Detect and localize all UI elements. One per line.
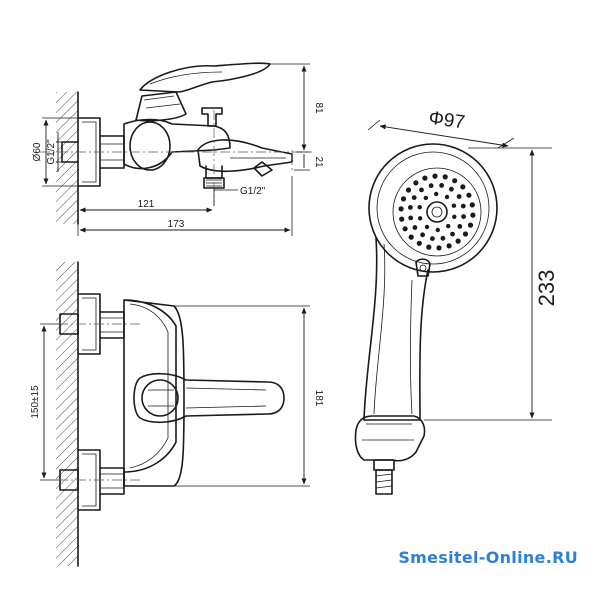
nozzle-dot: [452, 214, 457, 219]
nozzle-dot: [408, 234, 414, 240]
nozzle-dot: [417, 216, 423, 221]
nozzle-dot: [452, 178, 458, 184]
wall-hatch-side: [56, 92, 78, 224]
front-view: 150±15 181: [30, 261, 324, 567]
nozzle-dot: [432, 173, 438, 179]
dim-side-depth-short: 121: [138, 199, 155, 210]
nozzle-dot: [457, 224, 463, 229]
nozzle-dot: [469, 202, 475, 208]
nozzle-dot: [450, 231, 455, 237]
dim-front-height: 181: [313, 390, 324, 407]
dim-side-inlet-thread: G1/2": [46, 139, 57, 165]
nozzle-dot: [460, 184, 466, 190]
nozzle-dot: [451, 203, 457, 208]
nozzle-dot: [420, 232, 425, 238]
shower-nozzles: [398, 173, 476, 251]
nozzle-dot: [411, 195, 417, 201]
nozzle-dot: [423, 195, 428, 201]
nozzle-dot: [424, 224, 430, 230]
dim-spout-thread: G1/2": [240, 186, 266, 197]
nozzle-dot: [462, 231, 469, 237]
nozzle-dot: [444, 194, 450, 200]
side-view: 81 21 Ø60 G1/2" G1/2" 121 173: [32, 62, 324, 236]
nozzle-dot: [456, 194, 462, 199]
hand-shower-view: Φ97 233: [354, 108, 559, 495]
nozzle-dot: [402, 226, 408, 232]
nozzle-dot: [434, 191, 439, 197]
nozzle-dot: [398, 206, 404, 212]
nozzle-dot: [413, 180, 419, 186]
nozzle-dot: [412, 225, 418, 230]
nozzle-dot: [470, 212, 476, 218]
nozzle-dot: [417, 205, 422, 210]
nozzle-dot: [436, 245, 442, 251]
nozzle-dot: [430, 236, 435, 242]
nozzle-dot: [440, 235, 446, 241]
nozzle-dot: [442, 174, 448, 180]
dim-shower-diameter: Φ97: [427, 108, 466, 134]
dim-front-spacing: 150±15: [30, 385, 41, 419]
watermark: Smesitel-Online.RU: [398, 548, 578, 567]
nozzle-dot: [449, 186, 454, 192]
nozzle-dot: [408, 205, 413, 210]
nozzle-dot: [435, 227, 440, 233]
nozzle-dot: [426, 244, 432, 250]
nozzle-dot: [419, 187, 424, 193]
dim-shower-length: 233: [534, 270, 559, 307]
nozzle-dot: [446, 243, 452, 249]
nozzle-dot: [399, 216, 405, 222]
nozzle-dot: [408, 215, 414, 221]
wall-hatch-front: [56, 262, 78, 566]
nozzle-dot: [422, 175, 428, 181]
nozzle-dot: [461, 214, 466, 220]
dim-side-height: 81: [313, 102, 324, 114]
nozzle-dot: [405, 187, 412, 193]
nozzle-dot: [466, 192, 472, 198]
dim-side-outlet: 21: [313, 156, 324, 168]
nozzle-dot: [460, 203, 466, 209]
nozzle-dot: [400, 196, 407, 202]
dim-side-diameter: Ø60: [32, 142, 43, 161]
nozzle-dot: [428, 183, 434, 189]
nozzle-dot: [467, 222, 474, 228]
nozzle-dot: [446, 223, 451, 229]
nozzle-dot: [439, 183, 444, 188]
nozzle-dot: [455, 238, 461, 244]
nozzle-dot: [416, 240, 422, 246]
dim-side-depth-long: 173: [168, 219, 185, 230]
